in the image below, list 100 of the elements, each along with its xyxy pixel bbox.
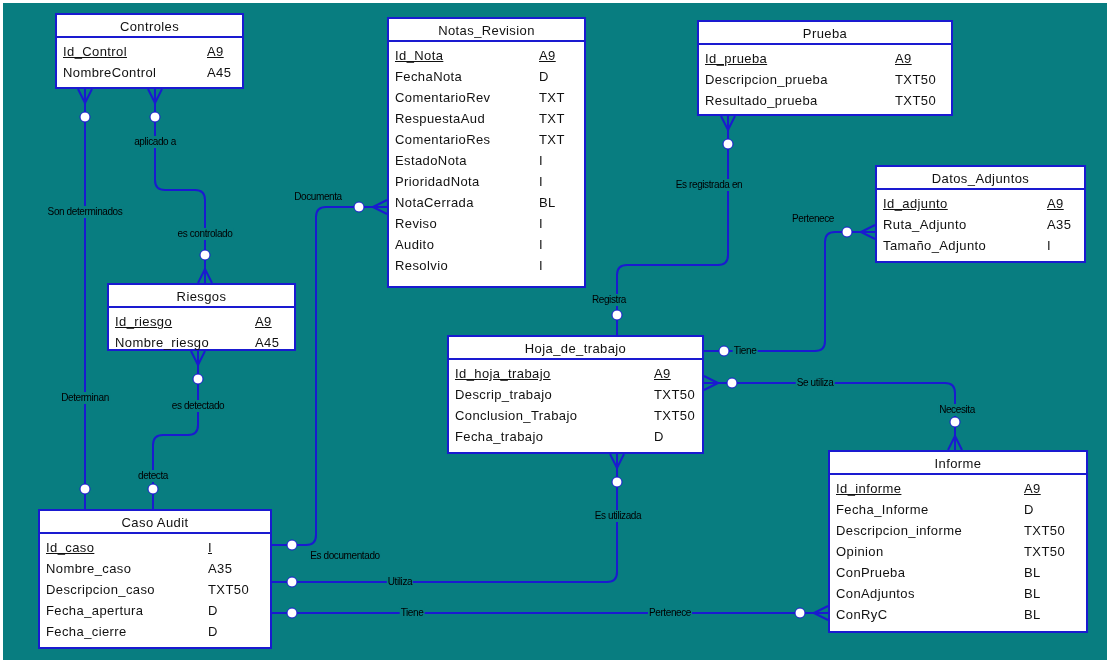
role-label: Es registrada en [674, 179, 744, 191]
role-label: es controlado [176, 228, 234, 240]
attribute-name: EstadoNota [395, 152, 467, 170]
attribute-name: Conclusion_Trabajo [455, 407, 578, 425]
attribute-type: TXT [539, 110, 565, 128]
attribute-type: BL [539, 194, 556, 212]
attribute-type: A9 [539, 47, 556, 65]
entity-title: Informe [830, 452, 1086, 475]
attribute-name: Nombre_riesgo [115, 334, 210, 352]
entity-table [875, 165, 1086, 263]
attribute-name: Id_Nota [395, 47, 444, 65]
role-label: es detectado [170, 400, 226, 412]
attribute-type: A35 [1047, 216, 1072, 234]
role-label: Registra [591, 294, 627, 306]
attribute-name: Ruta_Adjunto [883, 216, 967, 234]
attribute-name: FechaNota [395, 68, 463, 86]
attribute-type: TXT50 [654, 386, 695, 404]
attribute-type: A35 [208, 560, 233, 578]
attribute-name: RespuestaAud [395, 110, 486, 128]
entity-title: Caso Audit [40, 511, 270, 534]
attribute-name: ComentarioRev [395, 89, 491, 107]
attribute-name: ComentarioRes [395, 131, 491, 149]
attribute-name: Resolvio [395, 257, 449, 275]
relationship-line [77, 88, 93, 510]
attribute-name: PrioridadNota [395, 173, 480, 191]
attribute-name: Tamaño_Adjunto [883, 237, 987, 255]
attribute-type: D [208, 602, 218, 620]
role-label: Tiene [399, 607, 425, 619]
attribute-type: D [1024, 501, 1034, 519]
attribute-type: I [539, 215, 543, 233]
attribute-name: Id_Control [63, 43, 127, 61]
attribute-type: I [539, 152, 543, 170]
attribute-type: BL [1024, 585, 1041, 603]
role-label: Son determinados [46, 206, 124, 218]
attribute-type: TXT50 [1024, 522, 1065, 540]
attribute-type: TXT [539, 131, 565, 149]
entity-title: Controles [57, 15, 242, 38]
role-label: Documenta [293, 191, 343, 203]
entity-table [107, 283, 296, 351]
attribute-name: Descripcion_prueba [705, 71, 828, 89]
attribute-name: Id_prueba [705, 50, 768, 68]
attribute-type: I [208, 539, 212, 557]
attribute-name: Reviso [395, 215, 438, 233]
attribute-name: Opinion [836, 543, 884, 561]
attribute-name: Id_riesgo [115, 313, 173, 331]
attribute-type: TXT50 [1024, 543, 1065, 561]
relationship-line [271, 605, 829, 621]
attribute-name: Id_informe [836, 480, 902, 498]
attribute-name: Fecha_apertura [46, 602, 144, 620]
attribute-name: Id_hoja_trabajo [455, 365, 551, 383]
attribute-type: A9 [654, 365, 671, 383]
attribute-type: A9 [255, 313, 272, 331]
attribute-name: Audito [395, 236, 435, 254]
relationship-line [703, 224, 876, 357]
attribute-name: Id_caso [46, 539, 95, 557]
attribute-type: A9 [1024, 480, 1041, 498]
attribute-type: I [539, 173, 543, 191]
attribute-type: A45 [207, 64, 232, 82]
attribute-type: TXT50 [208, 581, 249, 599]
entity-title: Hoja_de_trabajo [449, 337, 702, 360]
relationship-line [271, 453, 625, 588]
attribute-type: D [539, 68, 549, 86]
attribute-type: TXT50 [895, 71, 936, 89]
role-label: Es documentado [309, 550, 381, 562]
attribute-name: Nombre_caso [46, 560, 132, 578]
entity-table [38, 509, 272, 649]
relationship-line [147, 350, 206, 510]
attribute-type: BL [1024, 606, 1041, 624]
attribute-name: ConAdjuntos [836, 585, 915, 603]
role-label: Es utilizada [593, 510, 643, 522]
role-label: Determinan [60, 392, 110, 404]
attribute-type: I [1047, 237, 1051, 255]
entity-table [447, 335, 704, 454]
entity-table [828, 450, 1088, 633]
attribute-name: NotaCerrada [395, 194, 474, 212]
attribute-type: TXT50 [895, 92, 936, 110]
entity-title: Prueba [699, 22, 951, 45]
entity-table [387, 17, 586, 288]
attribute-type: A9 [895, 50, 912, 68]
relationship-line [271, 199, 388, 551]
role-label: Se utiliza [795, 377, 835, 389]
role-label: detecta [137, 470, 169, 482]
entity-table [697, 20, 953, 116]
role-label: Pertenece [648, 607, 692, 619]
attribute-name: Fecha_Informe [836, 501, 929, 519]
attribute-type: BL [1024, 564, 1041, 582]
entity-title: Notas_Revision [389, 19, 584, 42]
attribute-name: Descripcion_caso [46, 581, 155, 599]
entity-title: Riesgos [109, 285, 294, 308]
attribute-type: A9 [207, 43, 224, 61]
role-label: Necesita [938, 404, 976, 416]
attribute-name: ConRyC [836, 606, 888, 624]
role-label: Utiliza [386, 576, 414, 588]
attribute-type: D [208, 623, 218, 641]
attribute-type: D [654, 428, 664, 446]
attribute-name: ConPrueba [836, 564, 906, 582]
attribute-name: Fecha_trabajo [455, 428, 544, 446]
role-label: Tiene [732, 345, 758, 357]
attribute-type: TXT50 [654, 407, 695, 425]
attribute-type: A45 [255, 334, 280, 352]
